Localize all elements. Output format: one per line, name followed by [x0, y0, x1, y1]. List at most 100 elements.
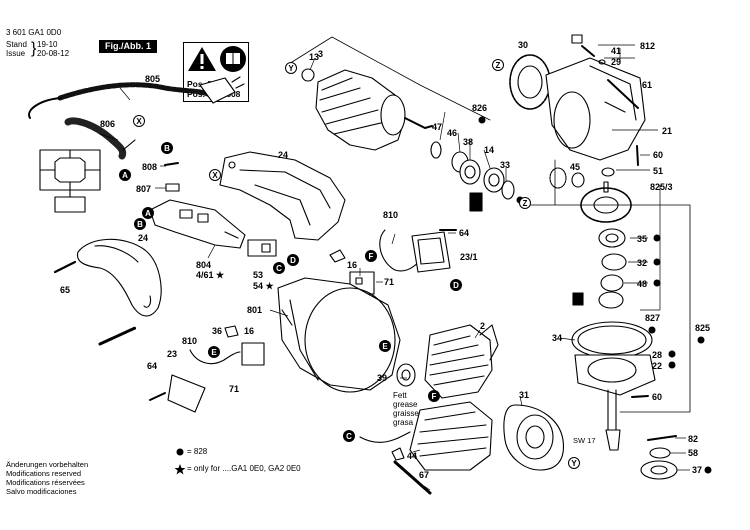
- part-label: 34: [552, 333, 562, 343]
- part-label: 61: [642, 80, 652, 90]
- part-label: 51: [653, 166, 663, 176]
- part-label: 24: [138, 233, 148, 243]
- part-label: 64: [147, 361, 157, 371]
- part-label: SW 17: [573, 436, 596, 445]
- connector-f: [365, 250, 377, 262]
- connector-letter: A: [145, 209, 151, 218]
- part-51: [601, 167, 615, 177]
- footer-line: Salvo modificaciones: [6, 487, 77, 496]
- connector-letter: E: [211, 348, 217, 357]
- bracket-825: [521, 204, 691, 413]
- part-label: 804: [196, 260, 211, 270]
- part-label: 58: [688, 448, 698, 458]
- cap-23: [167, 374, 206, 413]
- part-label: 805: [145, 74, 160, 84]
- footer-line: Modifications reserved: [6, 469, 82, 478]
- armature-3: [315, 69, 406, 151]
- connector-y: [285, 62, 297, 74]
- stand-value: 19-10: [37, 40, 58, 49]
- connector-letter: X: [212, 171, 218, 180]
- wire-810-lower: [189, 349, 241, 365]
- part-label: 825/3: [650, 182, 673, 192]
- bearing-35: [598, 228, 626, 248]
- connector-d: [287, 254, 299, 266]
- ring-32: [601, 253, 627, 271]
- part-label: 64: [459, 228, 469, 238]
- part-label: 23: [167, 349, 177, 359]
- connector-z: [492, 59, 504, 71]
- connector-e: [379, 340, 391, 352]
- part-label: 46: [447, 128, 457, 138]
- key-82: [647, 435, 677, 441]
- screw-62: [98, 326, 137, 346]
- part-label: 3: [318, 49, 323, 59]
- part-label: 47: [432, 122, 442, 132]
- grease-line: graisse: [393, 409, 419, 418]
- connector-letter: Z: [523, 199, 528, 208]
- part-label: 32: [637, 258, 647, 268]
- grease-pack-827: [572, 292, 584, 306]
- part-label: 65: [60, 285, 70, 295]
- part-label: 22: [652, 361, 662, 371]
- part-label: 54 ★: [253, 281, 275, 291]
- footer-line: Änderungen vorbehalten: [6, 460, 89, 469]
- part-label: 23/1: [460, 252, 478, 262]
- cable-guard-806: [64, 117, 127, 160]
- gear-housing-21: [545, 57, 646, 161]
- part-label: 29: [611, 57, 621, 67]
- part-label: 21: [662, 126, 672, 136]
- brush-holder-16-lower: [241, 342, 265, 366]
- part-label: 807: [136, 184, 151, 194]
- connector-e: [208, 346, 220, 358]
- brush-36: [329, 249, 346, 263]
- bracket-glyph: }: [31, 40, 37, 57]
- legend-dot-icon: [176, 448, 184, 456]
- part-label: 71: [384, 277, 394, 287]
- part-label: 48: [637, 279, 647, 289]
- retaining-ring-47: [430, 141, 442, 159]
- grease-line: grasa: [393, 418, 414, 427]
- part-label: 826: [472, 103, 487, 113]
- handle-housing-24: [219, 151, 346, 241]
- connector-letter: B: [164, 144, 170, 153]
- grease-line: grease: [393, 400, 418, 409]
- part-label: 60: [652, 392, 662, 402]
- part-label: 82: [688, 434, 698, 444]
- part-label: 24: [278, 150, 288, 160]
- stand-label: Stand: [6, 40, 27, 49]
- screw-808: [164, 162, 179, 166]
- connector-letter: Y: [571, 459, 577, 468]
- screw-60: [636, 145, 639, 166]
- part-label: 39: [377, 373, 387, 383]
- connector-x: [133, 115, 145, 127]
- part-label: 45: [570, 162, 580, 172]
- spindle-lock-812: [571, 34, 583, 44]
- auxiliary-handle-24: [76, 238, 162, 317]
- bearing-13: [301, 68, 315, 82]
- part-label: 808: [142, 162, 157, 172]
- screw-61: [607, 79, 639, 109]
- part-label: 36: [212, 326, 222, 336]
- screw-64: [149, 392, 166, 401]
- part-label: 37: [692, 465, 702, 475]
- part-label: 810: [383, 210, 398, 220]
- part-label: 825: [695, 323, 710, 333]
- screw-67: [393, 460, 432, 495]
- connector-letter: F: [432, 392, 437, 401]
- part-label: 16: [244, 326, 254, 336]
- warning-icons: [188, 46, 246, 72]
- legend-star-icon: [174, 464, 186, 475]
- connector-b: [161, 142, 173, 154]
- leader-lines: [99, 44, 690, 491]
- part-label: 35: [637, 234, 647, 244]
- part-label: 13: [309, 52, 319, 62]
- screw-60-lower: [631, 395, 649, 398]
- bearing-grease-pack: [469, 192, 483, 212]
- connector-f: [428, 390, 440, 402]
- clamping-nut-37: [640, 460, 678, 480]
- part-label: 812: [640, 41, 655, 51]
- connector-letter: D: [453, 281, 459, 290]
- field-coil-44: [409, 401, 493, 471]
- bearing-flange-31: [503, 404, 565, 471]
